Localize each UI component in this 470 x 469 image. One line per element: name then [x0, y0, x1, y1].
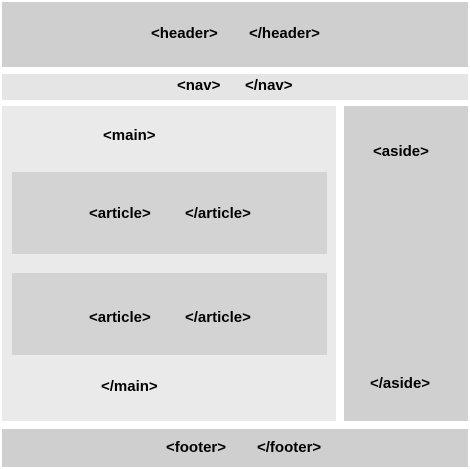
- footer-block: [2, 429, 468, 467]
- nav-close-tag: </nav>: [245, 77, 293, 94]
- footer-open-tag: <footer>: [166, 439, 227, 456]
- article-2-close-tag: </article>: [185, 309, 251, 326]
- nav-block: [2, 74, 468, 100]
- header-close-tag: </header>: [249, 25, 320, 42]
- main-block: [2, 106, 336, 421]
- article-1-close-tag: </article>: [185, 205, 251, 222]
- article-block-1: [12, 172, 327, 254]
- header-block: [2, 2, 468, 67]
- footer-close-tag: </footer>: [257, 439, 322, 456]
- aside-open-tag: <aside>: [373, 143, 429, 160]
- article-2-open-tag: <article>: [89, 309, 151, 326]
- aside-close-tag: </aside>: [370, 375, 431, 392]
- article-block-2: [12, 273, 327, 355]
- article-1-open-tag: <article>: [89, 205, 151, 222]
- aside-block: [344, 106, 468, 421]
- main-open-tag: <main>: [103, 127, 156, 144]
- main-close-tag: </main>: [101, 378, 158, 395]
- nav-open-tag: <nav>: [177, 77, 221, 94]
- header-open-tag: <header>: [151, 25, 218, 42]
